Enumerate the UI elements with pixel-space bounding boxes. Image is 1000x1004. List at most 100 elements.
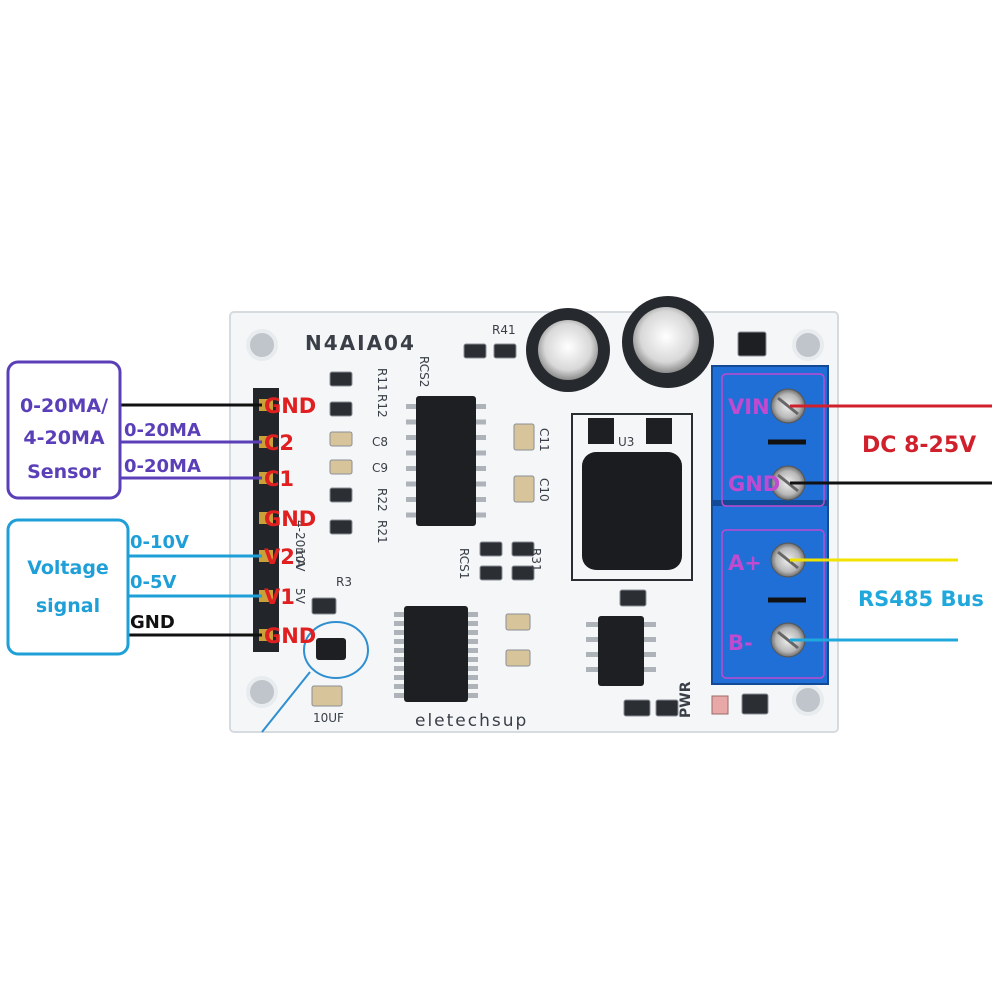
ic-leg bbox=[406, 512, 416, 518]
smd-part bbox=[329, 459, 353, 475]
ic-leg bbox=[586, 652, 598, 657]
ic-upper bbox=[406, 396, 486, 526]
smd-part bbox=[463, 343, 487, 359]
ic-leg bbox=[406, 450, 416, 456]
ic-upper-body bbox=[416, 396, 476, 526]
ic-leg bbox=[394, 621, 404, 626]
ic-lower-body bbox=[404, 606, 468, 702]
smd-components bbox=[311, 331, 769, 717]
regulator-lead-left bbox=[588, 418, 614, 444]
ic-leg bbox=[394, 630, 404, 635]
screw-slot bbox=[777, 550, 799, 570]
header-pin bbox=[259, 550, 273, 562]
smd-part bbox=[493, 343, 517, 359]
smd-part bbox=[329, 519, 353, 535]
terminal-block bbox=[711, 365, 829, 685]
ic-leg bbox=[406, 481, 416, 487]
screw-slot bbox=[777, 473, 799, 493]
smd-part bbox=[513, 423, 535, 451]
mounting-hole-bottom-left bbox=[246, 676, 278, 708]
smd-part bbox=[511, 565, 535, 581]
smd-part bbox=[479, 565, 503, 581]
label-c11: C11 bbox=[537, 428, 551, 452]
voltage-box: Voltage signal bbox=[6, 518, 130, 656]
smd-part bbox=[619, 589, 647, 607]
label-rcs2: RCS2 bbox=[417, 356, 431, 387]
ic-leg bbox=[468, 684, 478, 689]
smd-part bbox=[479, 541, 503, 557]
wires bbox=[112, 403, 992, 642]
ic-leg bbox=[586, 622, 598, 627]
regulator-outline bbox=[571, 413, 693, 581]
pin-label-v1: V1 bbox=[264, 585, 295, 609]
ic-leg bbox=[394, 666, 404, 671]
ic-leg bbox=[468, 675, 478, 680]
terminal-label-1: GND bbox=[728, 472, 780, 496]
terminal-label-0: VIN bbox=[728, 395, 770, 419]
smd-part bbox=[505, 649, 531, 667]
regulator-lead-right bbox=[646, 418, 672, 444]
wire-label-gnd: GND bbox=[130, 612, 175, 633]
sensor-line-1: 0-20MA/ bbox=[20, 395, 108, 417]
terminal-labels: VIN GND A+ B- bbox=[728, 395, 780, 655]
terminal-screws bbox=[770, 388, 806, 658]
pin-label-c1: C1 bbox=[264, 467, 294, 491]
ic-leg bbox=[644, 637, 656, 642]
silk-10v: 10V bbox=[293, 548, 307, 572]
ic-leg bbox=[468, 657, 478, 662]
label-c8: C8 bbox=[372, 435, 388, 449]
ic-leg bbox=[644, 622, 656, 627]
terminal-label-3: B- bbox=[728, 631, 753, 655]
bus-terminal-outline bbox=[721, 529, 825, 679]
ic-leg bbox=[394, 675, 404, 680]
label-r22: R22 bbox=[375, 488, 389, 512]
ic-leg bbox=[586, 667, 598, 672]
header-pin bbox=[259, 512, 273, 524]
pin-label-v2: V2 bbox=[264, 545, 295, 569]
terminal-label-2: A+ bbox=[728, 551, 762, 575]
smd-part bbox=[329, 431, 353, 447]
smd-part bbox=[311, 597, 337, 615]
cap-right-top bbox=[633, 307, 699, 373]
ic-leg bbox=[468, 639, 478, 644]
screw-slot bbox=[777, 630, 799, 650]
ic-leg bbox=[406, 435, 416, 440]
smd-part bbox=[513, 475, 535, 503]
smd-part bbox=[623, 699, 651, 717]
ic-leg bbox=[476, 466, 486, 471]
smd-part bbox=[737, 331, 767, 357]
board-model: N4AIA04 bbox=[305, 331, 416, 355]
ic-leg bbox=[394, 612, 404, 617]
cap-left-top bbox=[538, 320, 598, 380]
ic-leg bbox=[394, 657, 404, 662]
ic-leg bbox=[406, 419, 416, 425]
ic-leg bbox=[468, 621, 478, 626]
ic-small bbox=[586, 616, 656, 686]
voltage-line-2: signal bbox=[36, 595, 100, 617]
silk-10uf: 10UF bbox=[313, 711, 344, 725]
smd-part bbox=[311, 685, 343, 707]
wire-label-v1: 0-5V bbox=[130, 572, 177, 593]
transistor-callout-line bbox=[261, 671, 311, 733]
electrolytic-capacitor-left bbox=[526, 308, 610, 392]
voltage-line-1: Voltage bbox=[27, 557, 109, 579]
ic-leg bbox=[394, 693, 404, 698]
ic-leg bbox=[406, 466, 416, 471]
ic-leg bbox=[468, 666, 478, 671]
label-u3: U3 bbox=[618, 435, 634, 449]
pin-label-gnd: GND bbox=[264, 507, 316, 531]
terminal-block-body bbox=[711, 365, 829, 685]
ic-leg bbox=[586, 637, 598, 642]
smd-part bbox=[329, 487, 353, 503]
ic-leg bbox=[644, 652, 656, 657]
pcb-board: N4AIA04 eletechsup 4-20mA 10V 5V PWR 10U… bbox=[229, 296, 839, 733]
power-terminal-outline bbox=[721, 373, 825, 507]
sensor-line-2: 4-20MA bbox=[23, 427, 104, 449]
wire-label-c2: 0-20MA bbox=[124, 420, 201, 441]
wire-label-c1: 0-20MA bbox=[124, 456, 201, 477]
label-r31: R31 bbox=[529, 548, 543, 572]
silk-5v: 5V bbox=[293, 588, 307, 605]
